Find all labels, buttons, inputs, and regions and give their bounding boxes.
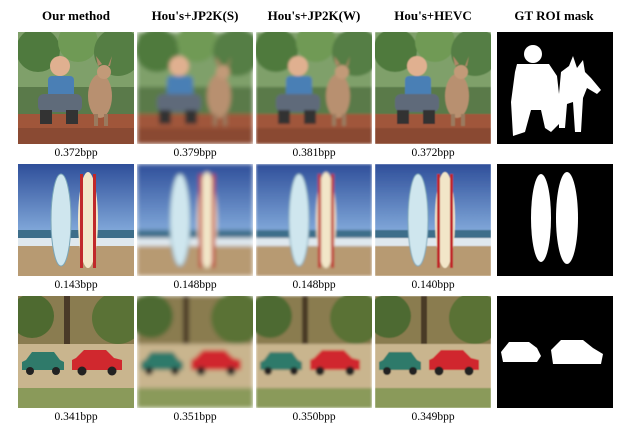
image-man-with-kangaroo-hou-jp2k-w xyxy=(256,32,372,144)
caption-r3-c4: 0.349bpp xyxy=(411,411,455,423)
image-man-with-kangaroo-hou-hevc xyxy=(375,32,491,144)
caption-r1-c2: 0.379bpp xyxy=(173,147,217,159)
caption-r1-c4: 0.372bpp xyxy=(411,147,455,159)
mask-cars-on-road xyxy=(497,296,613,408)
mask-surfboards-on-beach xyxy=(497,164,613,276)
image-man-with-kangaroo-our-method xyxy=(18,32,134,144)
caption-r2-c1: 0.143bpp xyxy=(54,279,98,291)
caption-r3-c1: 0.341bpp xyxy=(54,411,98,423)
header-gt-roi-mask: GT ROI mask xyxy=(514,8,594,23)
caption-r1-c3: 0.381bpp xyxy=(292,147,336,159)
image-surfboards-on-beach-hou-hevc xyxy=(375,164,491,276)
image-cars-on-road-hou-jp2k-w xyxy=(256,296,372,408)
image-surfboards-on-beach-hou-jp2k-w xyxy=(256,164,372,276)
caption-r3-c3: 0.350bpp xyxy=(292,411,336,423)
image-man-with-kangaroo-hou-jp2k-s xyxy=(137,32,253,144)
caption-r2-c2: 0.148bpp xyxy=(173,279,217,291)
image-cars-on-road-hou-hevc xyxy=(375,296,491,408)
image-surfboards-on-beach-hou-jp2k-s xyxy=(137,164,253,276)
header-hou-hevc: Hou's+HEVC xyxy=(394,8,472,23)
caption-r2-c3: 0.148bpp xyxy=(292,279,336,291)
header-our-method: Our method xyxy=(41,8,110,23)
image-cars-on-road-our-method xyxy=(18,296,134,408)
caption-r2-c4: 0.140bpp xyxy=(411,279,455,291)
image-surfboards-on-beach-our-method xyxy=(18,164,134,276)
caption-r3-c2: 0.351bpp xyxy=(173,411,217,423)
mask-man-with-kangaroo xyxy=(497,32,613,144)
header-hou-jp2k-w: Hou's+JP2K(W) xyxy=(267,8,361,23)
header-hou-jp2k-s: Hou's+JP2K(S) xyxy=(151,8,239,23)
caption-r1-c1: 0.372bpp xyxy=(54,147,98,159)
image-cars-on-road-hou-jp2k-s xyxy=(137,296,253,408)
